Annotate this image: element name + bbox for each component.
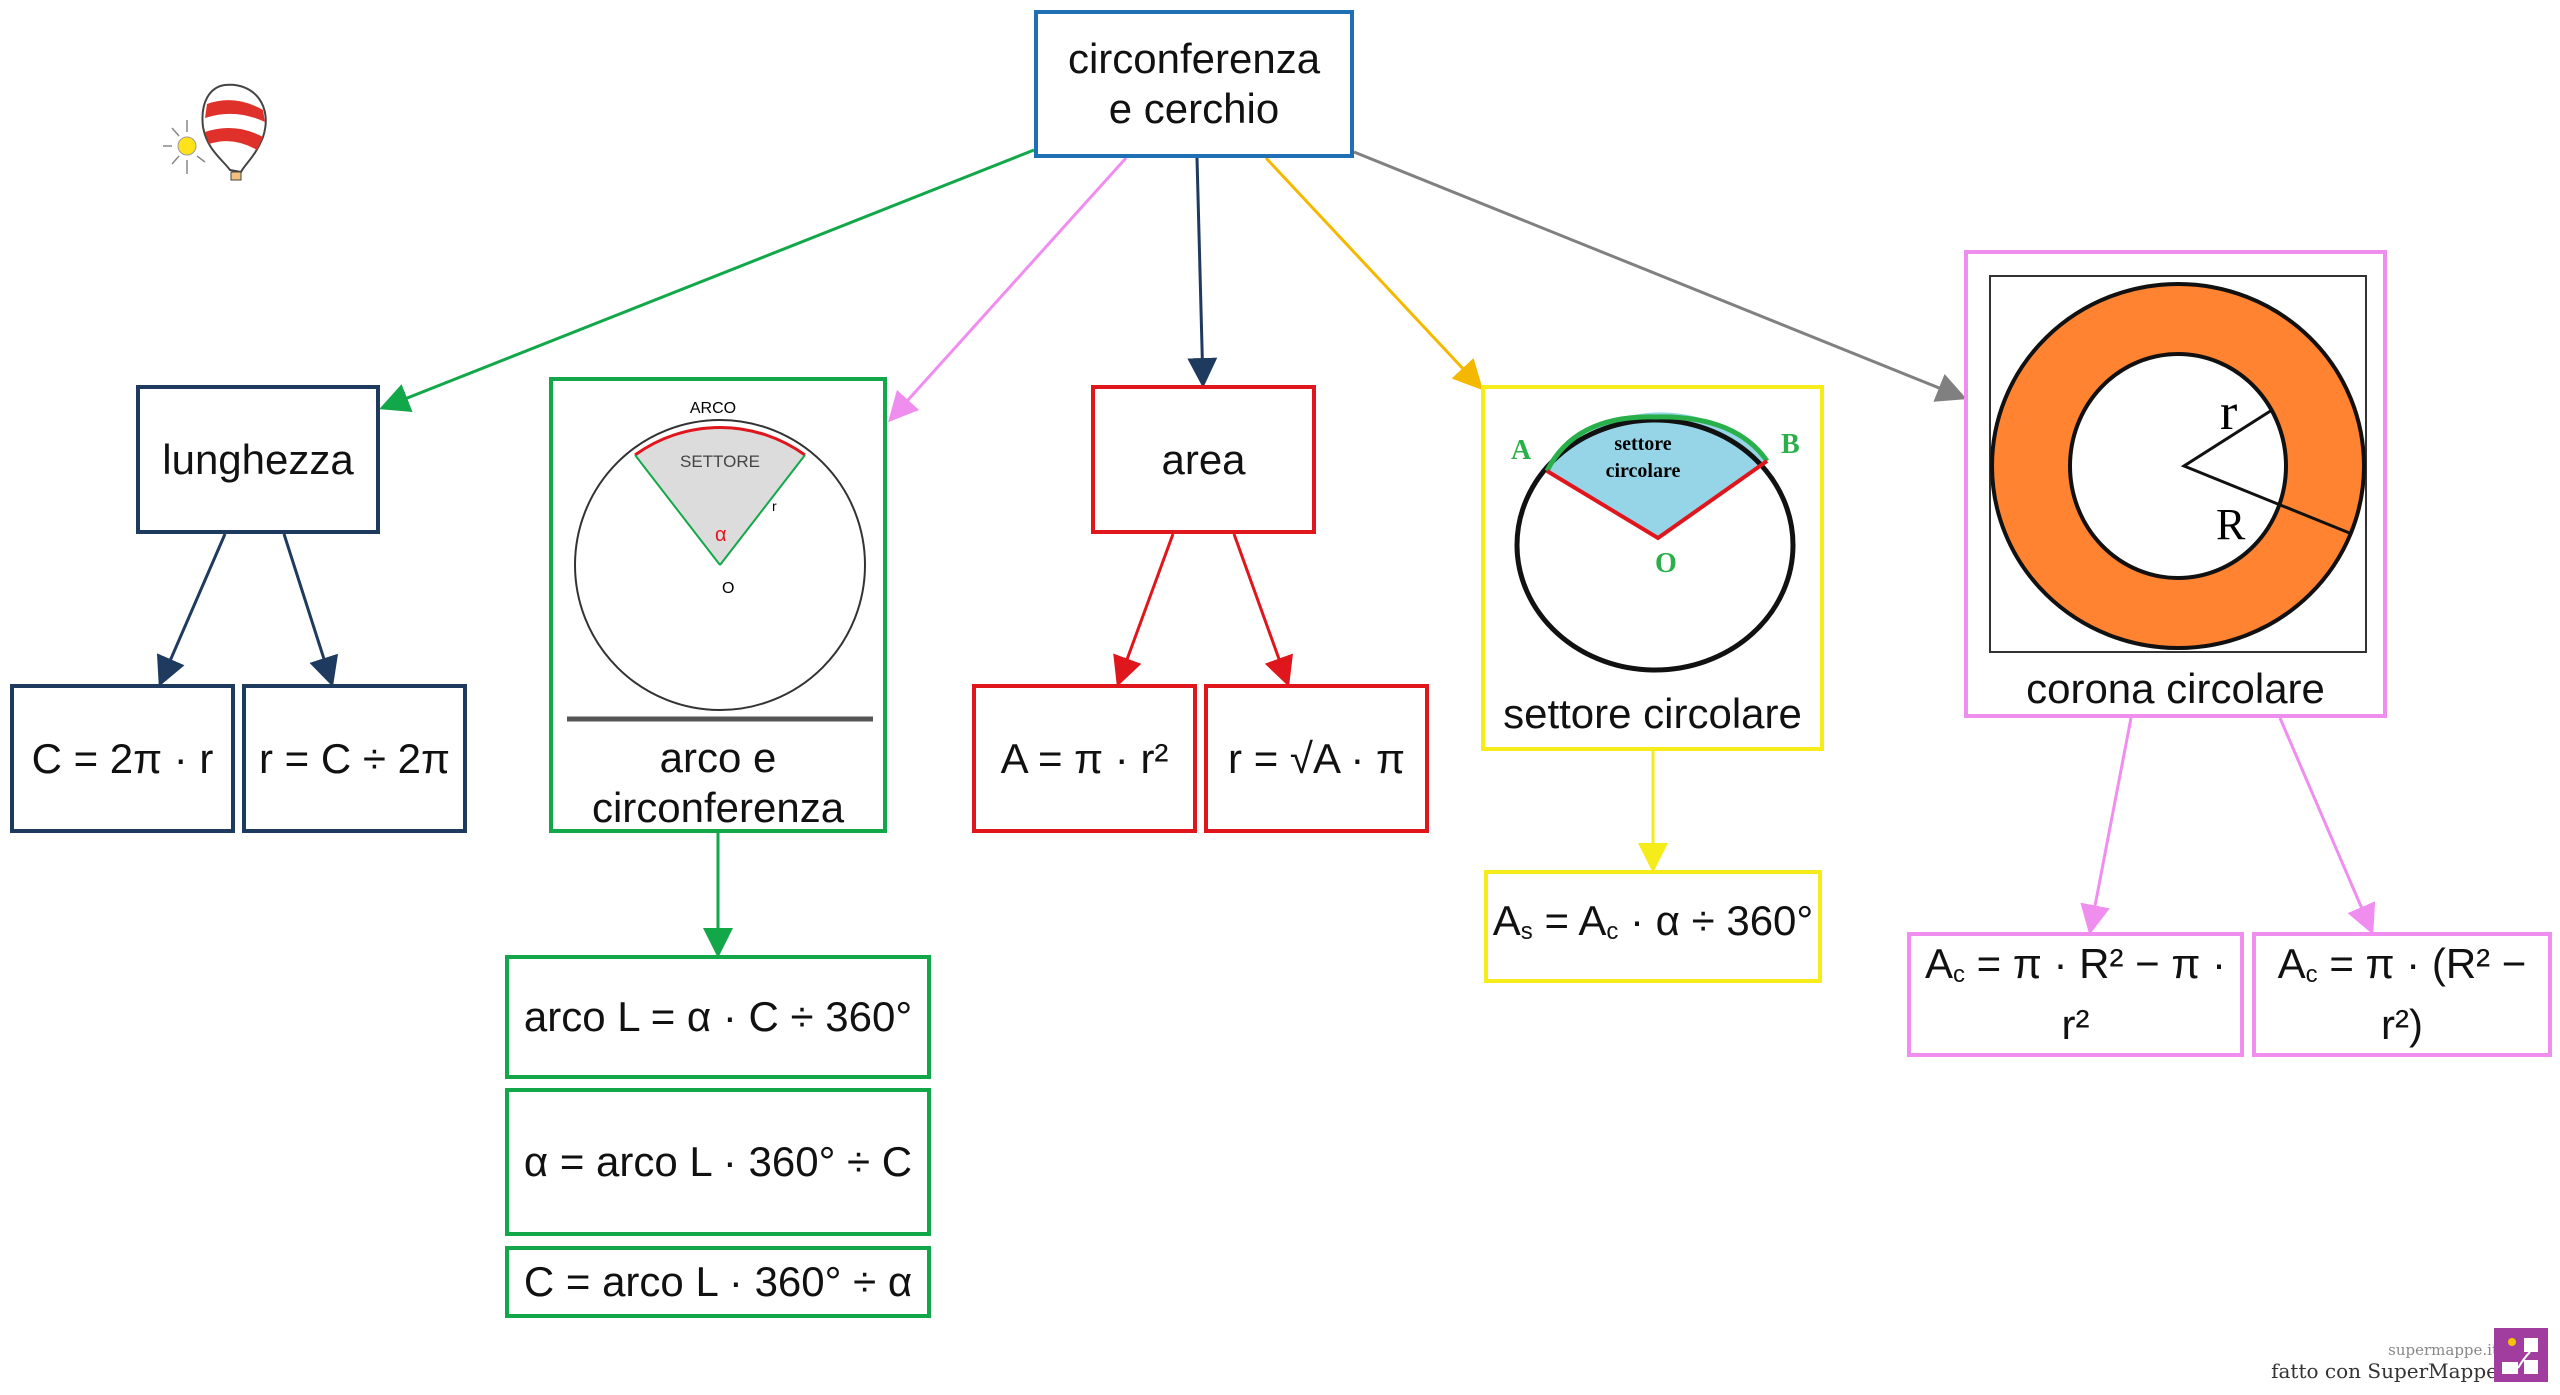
lunghezza-label: lunghezza — [162, 435, 354, 483]
formula-annulus-area-2[interactable]: Ac = π · (R² − r²) — [2252, 932, 2552, 1057]
fig-arco-label: ARCO — [690, 400, 736, 417]
root-node[interactable]: circonferenza e cerchio — [1034, 10, 1354, 158]
formula-text: C = 2π · r — [31, 734, 214, 782]
fig-text-2: circolare — [1606, 460, 1681, 482]
arrow-root-arco — [887, 156, 1128, 423]
formula-text: α = arco L · 360° ÷ C — [523, 1138, 913, 1185]
fig-r-label: r — [2220, 384, 2237, 441]
node-area[interactable]: area — [1091, 385, 1316, 534]
formula-alpha[interactable]: α = arco L · 360° ÷ C — [505, 1088, 931, 1236]
root-line1: circonferenza — [1067, 35, 1321, 82]
node-lunghezza[interactable]: lunghezza — [136, 385, 380, 534]
arrow-root-settore — [1264, 156, 1484, 391]
fig-settore-label: SETTORE — [680, 452, 760, 471]
footer-site: supermappe.it — [2388, 1341, 2498, 1359]
formula-text: A = π · r² — [1000, 734, 1169, 782]
node-corona-circolare[interactable]: r R corona circolare — [1964, 250, 2387, 718]
arrow-root-area — [1187, 157, 1218, 388]
formula-text: arco L = α · C ÷ 360° — [523, 993, 913, 1040]
root-line2: e cerchio — [1108, 85, 1280, 132]
formula-text: As = Ac · α ÷ 360° — [1492, 897, 1814, 945]
fig-a-label: A — [1511, 435, 1532, 466]
supermappe-credit: supermappe.it fatto con SuperMappe — [2271, 1341, 2498, 1383]
formula-radius-from-c[interactable]: r = C ÷ 2π — [242, 684, 467, 833]
arco-label-1: arco e — [659, 734, 777, 781]
arco-label-2: circonferenza — [591, 784, 845, 831]
formula-text: r = √A · π — [1228, 734, 1405, 782]
arrow-root-corona — [1353, 150, 1967, 402]
footer-made-with: fatto con SuperMappe — [2271, 1359, 2498, 1383]
fig-r-label: r — [772, 498, 777, 514]
corona-label: corona circolare — [2026, 665, 2325, 712]
formula-text: r = C ÷ 2π — [259, 734, 450, 782]
fig-o-label: O — [1655, 548, 1677, 579]
hot-air-balloon-icon — [163, 83, 267, 181]
formula-circumference[interactable]: C = 2π · r — [10, 684, 235, 833]
formula-radius-from-area[interactable]: r = √A · π — [1204, 684, 1429, 833]
area-label: area — [1161, 435, 1246, 483]
annulus-figure: r R — [1989, 275, 2367, 653]
fig-o-label: O — [722, 580, 734, 597]
formula-area[interactable]: A = π · r² — [972, 684, 1197, 833]
fig-text-1: settore — [1614, 433, 1671, 455]
arrow-root-lunghezza — [379, 148, 1035, 413]
formula-c-from-arc[interactable]: C = arco L · 360° ÷ α — [505, 1246, 931, 1318]
formula-annulus-area-1[interactable]: Ac = π · R² − π · r² — [1907, 932, 2244, 1057]
formula-sector-area[interactable]: As = Ac · α ÷ 360° — [1484, 870, 1822, 983]
circular-sector-figure: settore circolare A B O — [1511, 412, 1800, 673]
fig-b-label: B — [1781, 429, 1800, 460]
formula-arc-length[interactable]: arco L = α · C ÷ 360° — [505, 955, 931, 1079]
formula-text: Ac = π · R² − π · r² — [1925, 940, 2226, 1048]
arc-sector-figure: ARCO SETTORE α r O — [567, 400, 873, 722]
formula-text: Ac = π · (R² − r²) — [2277, 940, 2527, 1048]
node-settore-circolare[interactable]: settore circolare A B O settore circolar… — [1481, 385, 1824, 751]
fig-R-label: R — [2216, 500, 2246, 549]
supermappe-logo-icon — [2494, 1328, 2548, 1382]
formula-text: C = arco L · 360° ÷ α — [523, 1258, 913, 1305]
settore-label: settore circolare — [1503, 690, 1802, 737]
fig-alpha-label: α — [715, 524, 727, 546]
